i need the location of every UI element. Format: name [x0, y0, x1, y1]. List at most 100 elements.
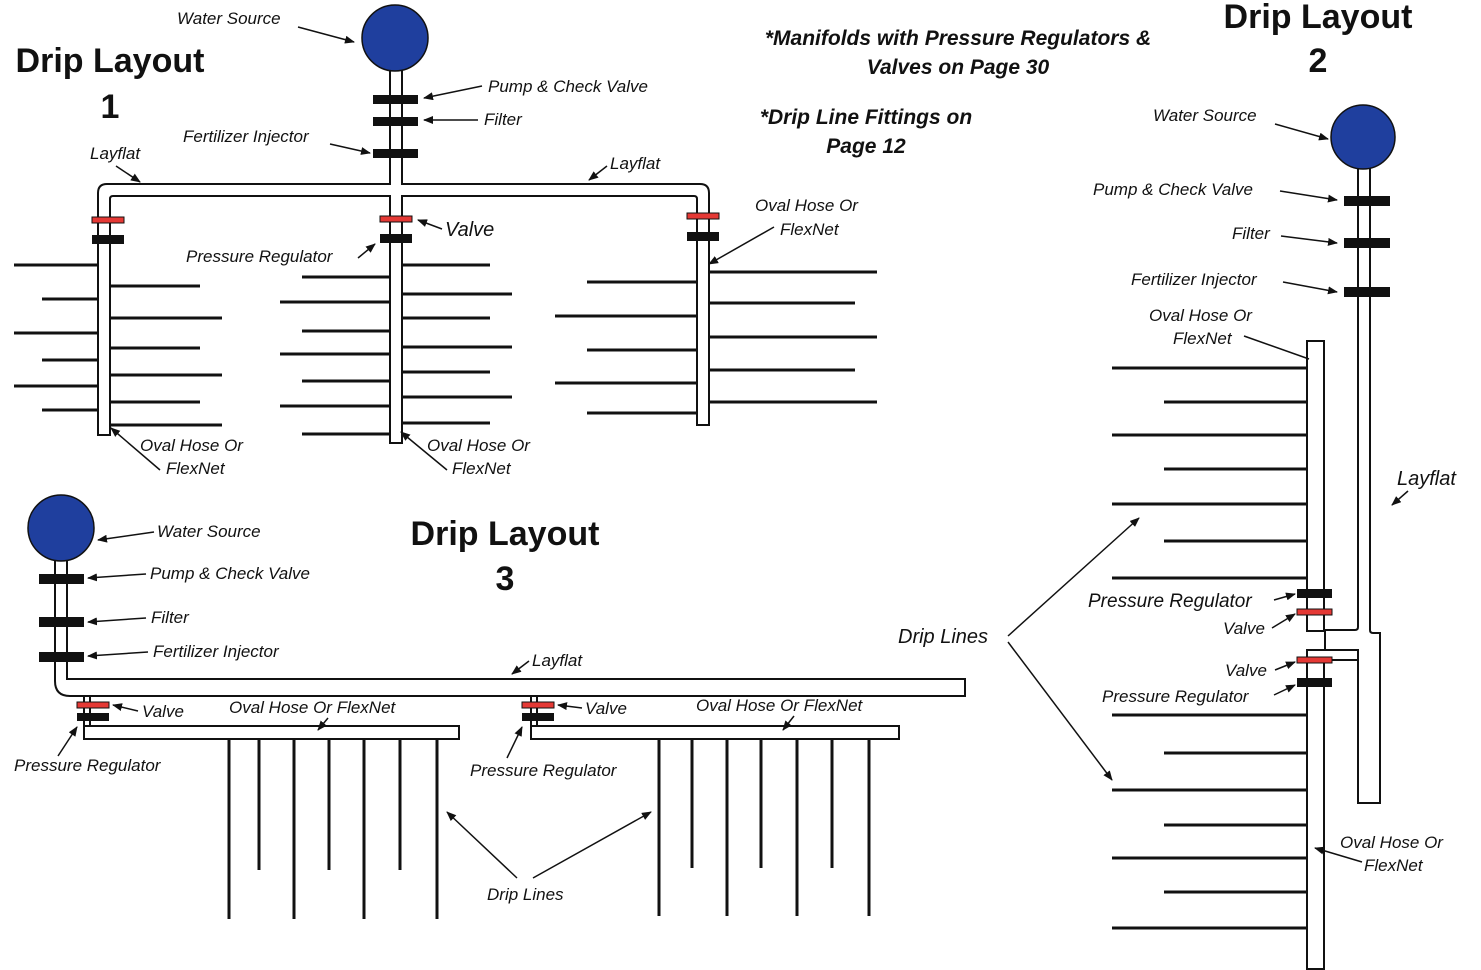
arrow — [1273, 592, 1296, 601]
layout1-oval-hose-right-line1: Oval Hose Or — [755, 196, 859, 215]
layout3-drip-lines-left — [227, 739, 439, 919]
layout1-water-source-icon — [361, 4, 429, 72]
layout1-drip-lines-left — [14, 263, 222, 427]
layout2-title: Drip Layout 2 — [1224, 0, 1413, 80]
layout2-injector-label: Fertilizer Injector — [1131, 270, 1258, 289]
layout3-drip-lines-label: Drip Lines — [487, 885, 564, 904]
layout1: Water Source Pump & Check Valve Filter F… — [14, 4, 877, 478]
layout2-water-source-icon — [1330, 104, 1396, 170]
layout1-pump-fitting — [373, 95, 418, 104]
svg-text:3: 3 — [496, 560, 515, 598]
layout2-oval-hose-top-line1: Oval Hose Or — [1149, 306, 1253, 325]
arrow — [112, 703, 139, 712]
svg-text:Drip Layout: Drip Layout — [16, 42, 205, 80]
arrow — [1007, 641, 1113, 781]
layout3-riser-left — [83, 695, 91, 727]
layout2-drip-lines-label: Drip Lines — [898, 626, 988, 648]
svg-text:Drip Layout: Drip Layout — [411, 515, 600, 553]
layout3-pressure-regulator-right-label: Pressure Regulator — [470, 761, 618, 780]
arrow — [110, 427, 161, 471]
layout1-valve-right — [686, 212, 720, 220]
arrow — [1273, 684, 1296, 696]
layout2-water-source-label: Water Source — [1153, 106, 1257, 125]
layout2-layflat-label: Layflat — [1397, 468, 1457, 490]
arrow — [532, 811, 652, 879]
layout2-pump-label: Pump & Check Valve — [1093, 180, 1253, 199]
layout1-pump-label: Pump & Check Valve — [488, 77, 648, 96]
svg-text:*Drip Line Fittings on: *Drip Line Fittings on — [760, 106, 972, 129]
layout1-oval-hose-left-line2: FlexNet — [166, 459, 226, 478]
svg-text:*Manifolds with Pressure Regul: *Manifolds with Pressure Regulators & — [765, 27, 1151, 50]
layout1-injector-fitting — [373, 149, 418, 158]
arrow — [87, 573, 147, 582]
layout2-pump-fitting — [1344, 196, 1390, 206]
layout1-oval-hose-mid-line1: Oval Hose Or — [427, 436, 531, 455]
layout1-valve-mid — [379, 215, 413, 223]
layout1-injector-label: Fertilizer Injector — [183, 127, 310, 146]
layout1-filter-fitting — [373, 117, 418, 126]
layout3-injector-fitting — [39, 652, 84, 662]
arrow — [588, 165, 608, 181]
layout2-valve-bottom — [1296, 656, 1333, 664]
layout2: Water Source Pump & Check Valve Filter F… — [898, 104, 1457, 970]
arrow — [557, 702, 583, 711]
arrow — [1274, 661, 1296, 671]
layout2-injector-fitting — [1344, 287, 1390, 297]
svg-text:Valves on Page 30: Valves on Page 30 — [867, 56, 1050, 79]
arrow — [1282, 281, 1338, 295]
layout2-pressure-regulator-top-label: Pressure Regulator — [1088, 591, 1252, 612]
layout2-oval-hose-lower — [1306, 649, 1359, 970]
manifolds-note: *Manifolds with Pressure Regulators & Va… — [765, 27, 1151, 79]
layout2-oval-hose-top-line2: FlexNet — [1173, 329, 1233, 348]
arrow — [297, 26, 355, 44]
layout3-valve-right — [521, 701, 555, 709]
layout2-oval-hose-bottom-line1: Oval Hose Or — [1340, 833, 1444, 852]
layout3-oval-hose-right-label: Oval Hose Or FlexNet — [696, 696, 864, 715]
layout2-layflat-pipe — [1324, 164, 1381, 804]
arrow — [511, 660, 530, 675]
layout1-oval-hose-left-line1: Oval Hose Or — [140, 436, 244, 455]
layout2-valve-bottom-label: Valve — [1225, 661, 1267, 680]
fittings-note: *Drip Line Fittings on Page 12 — [760, 106, 972, 158]
layout1-drip-lines-mid — [280, 263, 512, 436]
layout2-drip-lines-lower — [1112, 713, 1307, 930]
layout2-oval-hose-upper — [1306, 340, 1325, 632]
layout3-pump-fitting — [39, 574, 84, 584]
arrow — [87, 651, 149, 660]
layout2-regulator-bottom — [1297, 678, 1332, 687]
layout1-layflat-pipe — [97, 67, 710, 444]
layout3-water-source-icon — [27, 494, 95, 562]
layout2-filter-label: Filter — [1232, 224, 1271, 243]
layout3-water-source-label: Water Source — [157, 522, 261, 541]
arrow — [1007, 517, 1140, 637]
arrow — [1391, 490, 1409, 506]
layout1-layflat-right-label: Layflat — [610, 154, 661, 173]
layout3-layflat-pipe — [54, 539, 966, 697]
layout3-regulator-left — [77, 713, 109, 721]
layout1-title: Drip Layout 1 — [16, 42, 205, 126]
layout1-layflat-left-label: Layflat — [90, 144, 141, 163]
layout3-filter-label: Filter — [151, 608, 190, 627]
arrow — [87, 617, 147, 626]
layout3: Water Source Pump & Check Valve Filter F… — [14, 494, 966, 919]
arrow — [1279, 190, 1338, 203]
layout3-valve-left — [76, 701, 110, 709]
svg-text:Drip Layout: Drip Layout — [1224, 0, 1413, 36]
layout3-layflat-label: Layflat — [532, 651, 583, 670]
layout1-regulator-mid — [380, 234, 412, 243]
layout3-drip-lines-right — [657, 739, 871, 916]
layout1-regulator-right — [687, 232, 719, 241]
arrow — [446, 811, 518, 879]
layout1-drip-lines-right — [555, 270, 877, 415]
layout1-valve-left — [91, 216, 125, 224]
layout3-injector-label: Fertilizer Injector — [153, 642, 280, 661]
arrow — [708, 226, 775, 265]
arrow — [400, 431, 448, 471]
arrow — [115, 165, 141, 183]
layout1-filter-label: Filter — [484, 110, 523, 129]
arrow — [1274, 123, 1329, 141]
layout2-oval-hose-bottom-line2: FlexNet — [1364, 856, 1424, 875]
arrow — [1280, 235, 1338, 246]
layout3-pump-label: Pump & Check Valve — [150, 564, 310, 583]
